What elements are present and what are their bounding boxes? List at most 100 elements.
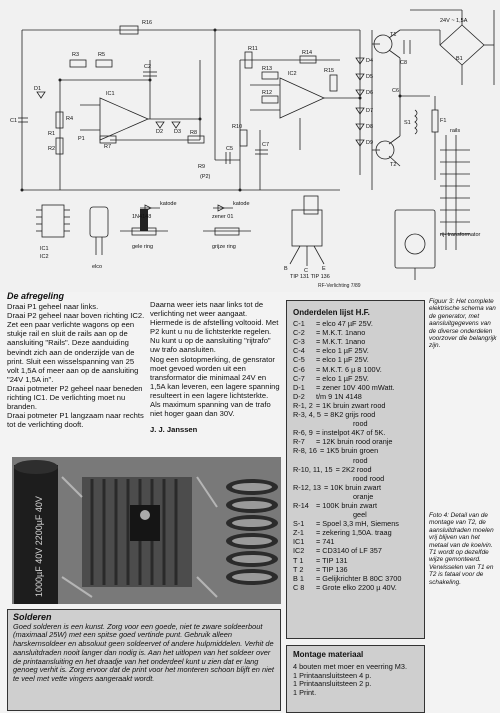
label-ic1: IC1 xyxy=(106,91,115,97)
part-value: = 100K bruin zwart xyxy=(316,500,378,510)
figure-3-caption: Figuur 3: Het complete elektrische schem… xyxy=(429,298,497,350)
soldering-text: Goed solderen is een kunst. Zorg voor ee… xyxy=(13,621,274,683)
photo-4-caption: Foto 4: Detail van de montage van T2, de… xyxy=(429,512,494,586)
part-reference: R-7 xyxy=(293,437,305,447)
parts-list-row: C-3= M.K.T. 1nano xyxy=(293,337,418,346)
part-value: = zener 10V 400 mWatt. xyxy=(316,382,395,392)
label-d2: D2 xyxy=(156,129,163,135)
part-value: geel xyxy=(353,510,367,520)
parts-list-row: rood xyxy=(293,456,418,465)
label-c5: C5 xyxy=(226,146,233,152)
parts-list-box: Onderdelen lijst H.F. C-1= elco 47 µF 25… xyxy=(286,300,425,639)
paragraph: Draai P2 geheel naar boven richting IC2. xyxy=(7,311,145,321)
parts-list-row: geel xyxy=(293,510,418,519)
soldering-title: Solderen xyxy=(13,612,52,622)
paragraph: Nog een slotopmerking, de gensrator moet… xyxy=(150,354,280,419)
label-p1: P1 xyxy=(78,136,85,142)
label-t1: T1 xyxy=(390,32,396,38)
label-d7: D7 xyxy=(366,108,373,114)
part-value: = M.K.T. 1nano xyxy=(316,337,366,347)
part-reference: T 2 xyxy=(293,564,304,574)
label-r3: R3 xyxy=(72,52,79,58)
parts-list-row: R-3, 4, 5= 8K2 grijs rood xyxy=(293,410,418,419)
mounting-title: Montage materiaal xyxy=(293,650,364,659)
part-reference: C 8 xyxy=(293,582,305,592)
paragraph: Daarna weer iets naar links tot de verli… xyxy=(150,300,279,337)
figure-ref-label: RF-Verlichting 7/89 xyxy=(318,283,361,289)
parts-list-row: IC2= CD3140 of LF 357 xyxy=(293,546,418,555)
part-reference: C-4 xyxy=(293,346,305,356)
mounting-line: 1 Printaansluitsteen 2 p. xyxy=(293,679,372,689)
parts-list-title: Onderdelen lijst H.F. xyxy=(293,308,370,317)
part-reference: D-1 xyxy=(293,382,305,392)
label-r13: R13 xyxy=(262,66,272,72)
part-value: = 12K bruin rood oranje xyxy=(316,437,393,447)
parts-list-row: R-6, 9= instelpot 4K7 of 5K. xyxy=(293,428,418,437)
part-value: = TIP 131 xyxy=(316,555,348,565)
part-reference: R-14 xyxy=(293,500,309,510)
zener-ring-label: grijze ring xyxy=(212,244,236,250)
transistor-label: TIP 131 TIP 136 xyxy=(290,274,330,280)
part-value: rood rood xyxy=(353,473,385,483)
article-column-2: Daarna weer iets naar links tot de verli… xyxy=(150,300,280,434)
label-c8: C8 xyxy=(400,60,407,66)
label-r7: R7 xyxy=(104,144,111,150)
parts-list-row: S-1 = Spoel 3,3 mH, Siemens xyxy=(293,519,418,528)
zener-cathode-label: katode xyxy=(233,201,250,207)
part-value: = elco 1 µF 25V. xyxy=(316,373,369,383)
diode-type-label: 1N4148 xyxy=(132,214,151,220)
parts-list-row: R-12, 13= 10K bruin zwart xyxy=(293,483,418,492)
part-reference: C-1 xyxy=(293,319,305,329)
label-d6: D6 xyxy=(366,90,373,96)
part-reference: C-6 xyxy=(293,364,305,374)
label-s1: S1 xyxy=(404,120,411,126)
part-value: = zekering 1,50A. traag xyxy=(316,528,392,538)
label-r11: R11 xyxy=(248,46,258,52)
label-d1: D1 xyxy=(34,86,41,92)
article-column-1: De afregeling Draai P1 geheel naar links… xyxy=(7,291,147,429)
author-name: J. J. Janssen xyxy=(150,425,198,435)
part-reference: R-10, 11, 15 xyxy=(293,464,333,474)
label-r2: R2 xyxy=(48,146,55,152)
part-value: = elco 1 µF 25V. xyxy=(316,346,369,356)
part-reference: C-2 xyxy=(293,328,305,338)
part-value: = Gelijkrichter B 80C 3700 xyxy=(316,573,402,583)
ic1-pin-label: IC1 xyxy=(40,246,49,252)
zener-type-label: zener 01 xyxy=(212,214,233,220)
pin-e-label: E xyxy=(322,266,326,272)
transformer-label: rij- transformator xyxy=(440,232,481,238)
part-reference: T 1 xyxy=(293,555,304,565)
article-heading: De afregeling xyxy=(7,291,65,301)
part-reference: S-1 xyxy=(293,519,305,529)
label-c6: C6 xyxy=(392,88,399,94)
label-r9: R9 xyxy=(198,164,205,170)
label-t2: T2 xyxy=(390,162,396,168)
parts-list-row: D-1 = zener 10V 400 mWatt. xyxy=(293,383,418,392)
photo-capacitor-text: 1000µF 40V 2200µF 40V xyxy=(34,496,44,597)
supply-label: 24V ~ 1,5A xyxy=(440,18,468,24)
schematic-figure: R16 R3 R5 C2 IC1 D1 R4 C1 R1 R2 P1 D2 D3… xyxy=(0,0,500,292)
part-value: = 741 xyxy=(316,537,335,547)
part-value: = 2K2 rood xyxy=(335,464,372,474)
part-value: rood xyxy=(353,419,368,429)
part-reference: R-1, 2 xyxy=(293,400,313,410)
label-ic2: IC2 xyxy=(288,71,297,77)
parts-list-row: C-2= M.K.T. 1nano xyxy=(293,328,418,337)
part-value: = Grote elko 2200 µ 40V. xyxy=(316,582,397,592)
label-r14: R14 xyxy=(302,50,312,56)
diode-ring-label: gele ring xyxy=(132,244,153,250)
mounting-material-box: Montage materiaal 4 bouten met moer en v… xyxy=(286,645,425,713)
mounting-line: 1 Print. xyxy=(293,688,317,698)
part-value: = Spoel 3,3 mH, Siemens xyxy=(316,519,399,529)
soldering-box: Solderen Goed solderen is een kunst. Zor… xyxy=(7,609,281,711)
part-reference: C-7 xyxy=(293,373,305,383)
label-f1: F1 xyxy=(440,118,446,124)
part-value: oranje xyxy=(353,491,374,501)
part-reference: R-3, 4, 5 xyxy=(293,410,321,420)
part-value: = 1K5 bruin groen xyxy=(319,446,379,456)
parts-list-row: C-1= elco 47 µF 25V. xyxy=(293,319,418,328)
schematic-drawing: R16 R3 R5 C2 IC1 D1 R4 C1 R1 R2 P1 D2 D3… xyxy=(10,9,495,289)
paragraph: Zet een paar verlichte wagons op een stu… xyxy=(7,320,139,384)
parts-list-row: C-5= elco 1 µF 25V. xyxy=(293,355,418,364)
